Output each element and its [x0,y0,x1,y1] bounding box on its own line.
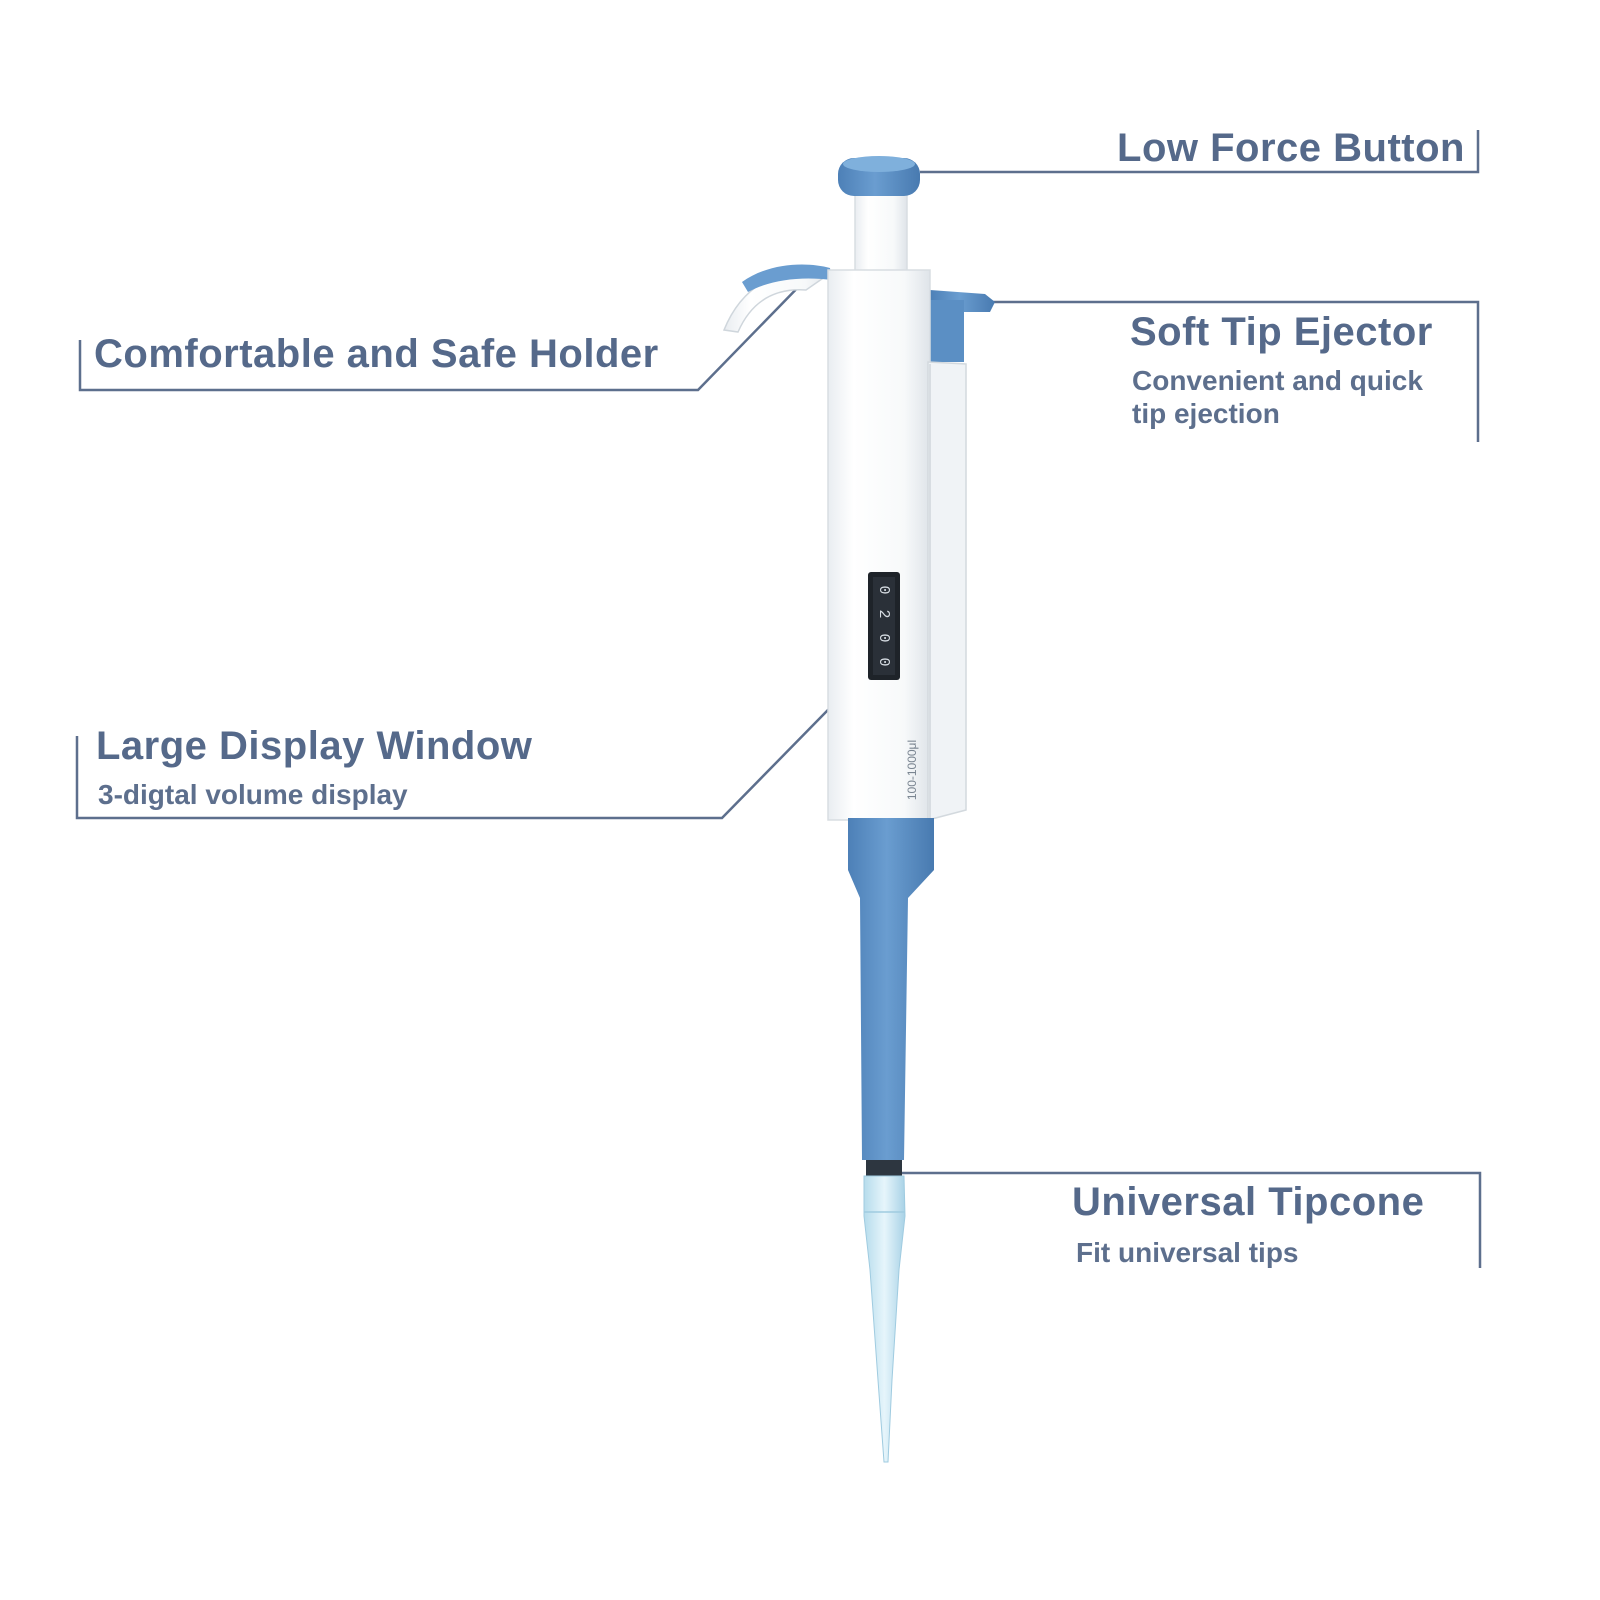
finger-hook-rim [742,264,832,292]
callout-display-title: Large Display Window [96,724,533,768]
callout-tipcone-title: Universal Tipcone [1072,1180,1425,1224]
display-digit-4: 0 [875,657,892,666]
volume-range-label: 100-1000μl [905,740,919,800]
volume-display-window: 0 2 0 0 [868,572,900,680]
disposable-tip-icon [863,1175,906,1463]
callout-button-title: Low Force Button [1117,126,1465,170]
callout-tipcone-subtitle: Fit universal tips [1076,1237,1299,1268]
callout-ejector-title: Soft Tip Ejector [1130,310,1433,354]
plunger-button-icon [838,156,920,196]
ejector-sleeve [927,361,967,821]
leader-lines [75,130,1482,1268]
holder-leader [78,274,811,392]
callout-holder-title: Comfortable and Safe Holder [94,332,659,376]
callout-ejector-subtitle-2: tip ejection [1132,398,1280,429]
tip-ejector-icon [928,290,995,362]
display-digit-3: 0 [875,633,892,642]
tipcone-leader [898,1171,1482,1268]
pipette-shaft [848,818,934,1160]
tipcone-ring [866,1160,902,1176]
pipette: 0 2 0 0 100-1000μl [722,156,995,1463]
button-leader [920,130,1480,174]
ejector-leader [985,300,1480,442]
pipette-body [827,269,931,821]
display-leader [75,664,873,820]
display-digit-2: 2 [875,609,892,618]
callout-display-subtitle: 3-digtal volume display [98,779,408,810]
display-digit-1: 0 [875,585,892,594]
callout-ejector-subtitle-1: Convenient and quick [1132,365,1423,396]
